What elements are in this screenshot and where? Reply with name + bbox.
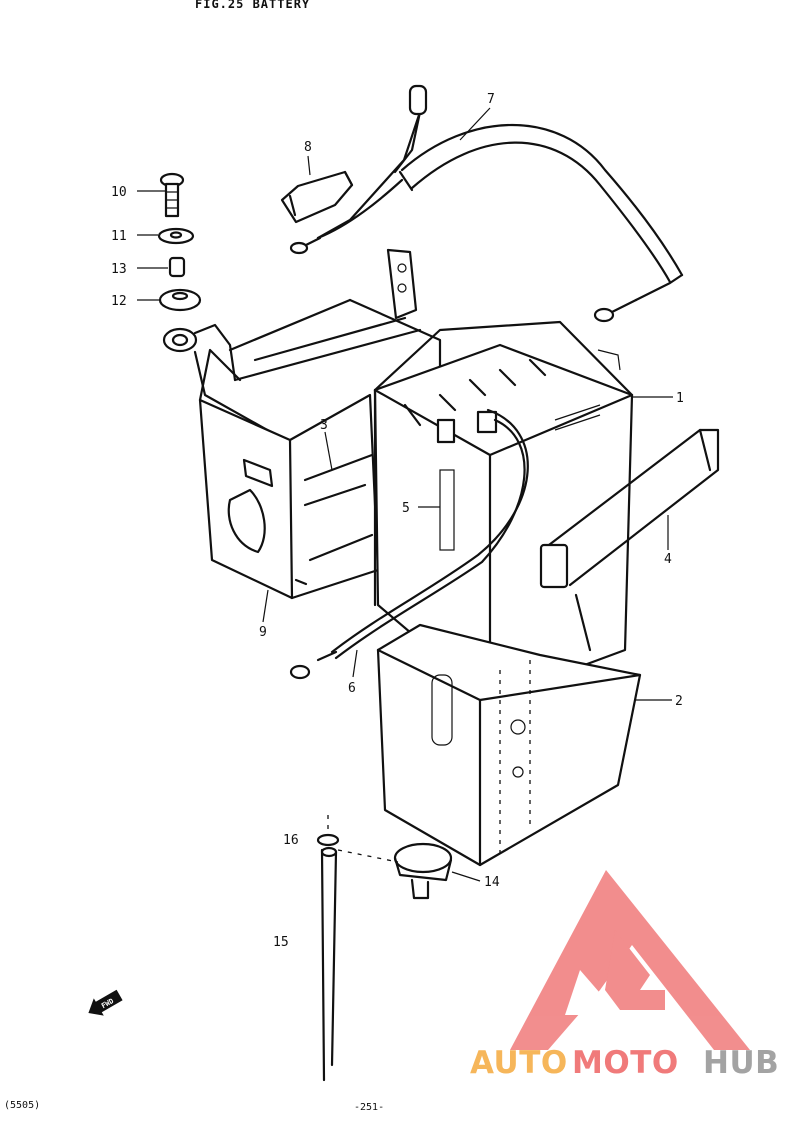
logo-text-hub: HUB — [703, 1045, 779, 1081]
callout-7: 7 — [487, 92, 495, 107]
footer-page-number: -251- — [354, 1102, 384, 1113]
logo-text-auto: AUTO — [470, 1045, 568, 1081]
part-7-battery-cable — [289, 84, 684, 323]
leader-lines — [137, 107, 673, 882]
part-8-terminal-cover — [280, 170, 354, 224]
part-13-collar — [168, 256, 186, 278]
part-12-cushion — [158, 288, 202, 312]
part-11-washer — [157, 227, 195, 245]
logo-mark-icon — [510, 870, 750, 1050]
callout-5: 5 — [402, 501, 410, 516]
callout-10: 10 — [111, 185, 127, 200]
part-6-ground-cable — [289, 408, 529, 680]
part-1-battery — [373, 320, 634, 702]
part-15-breather-hose — [320, 815, 338, 1082]
callout-3: 3 — [320, 418, 328, 433]
callout-4: 4 — [664, 552, 672, 567]
part-14-breather-fitting — [337, 842, 453, 900]
callout-12: 12 — [111, 294, 127, 309]
part-10-bolt — [159, 172, 185, 218]
callout-11: 11 — [111, 229, 127, 244]
callout-15: 15 — [273, 935, 289, 950]
callout-1: 1 — [676, 391, 684, 406]
callout-2: 2 — [675, 694, 683, 709]
callout-16: 16 — [283, 833, 299, 848]
forward-direction-marker: FWD — [88, 989, 123, 1016]
callout-labels: 7 8 10 11 13 12 1 3 5 4 9 6 2 16 14 15 — [111, 92, 684, 950]
part-4-battery-band — [539, 428, 720, 652]
callout-8: 8 — [304, 140, 312, 155]
callout-14: 14 — [484, 875, 500, 890]
logo-text-moto: MOTO — [572, 1045, 679, 1081]
part-9-battery-holder — [162, 248, 442, 600]
part-16-clamp — [316, 833, 340, 847]
automotohub-logo: AUTO MOTO HUB — [470, 870, 779, 1081]
figure-title: FIG.25 BATTERY — [195, 0, 310, 11]
callout-13: 13 — [111, 262, 127, 277]
part-2-battery-case — [376, 623, 642, 867]
footer-code: (5505) — [4, 1100, 40, 1111]
callout-6: 6 — [348, 681, 356, 696]
callout-9: 9 — [259, 625, 267, 640]
